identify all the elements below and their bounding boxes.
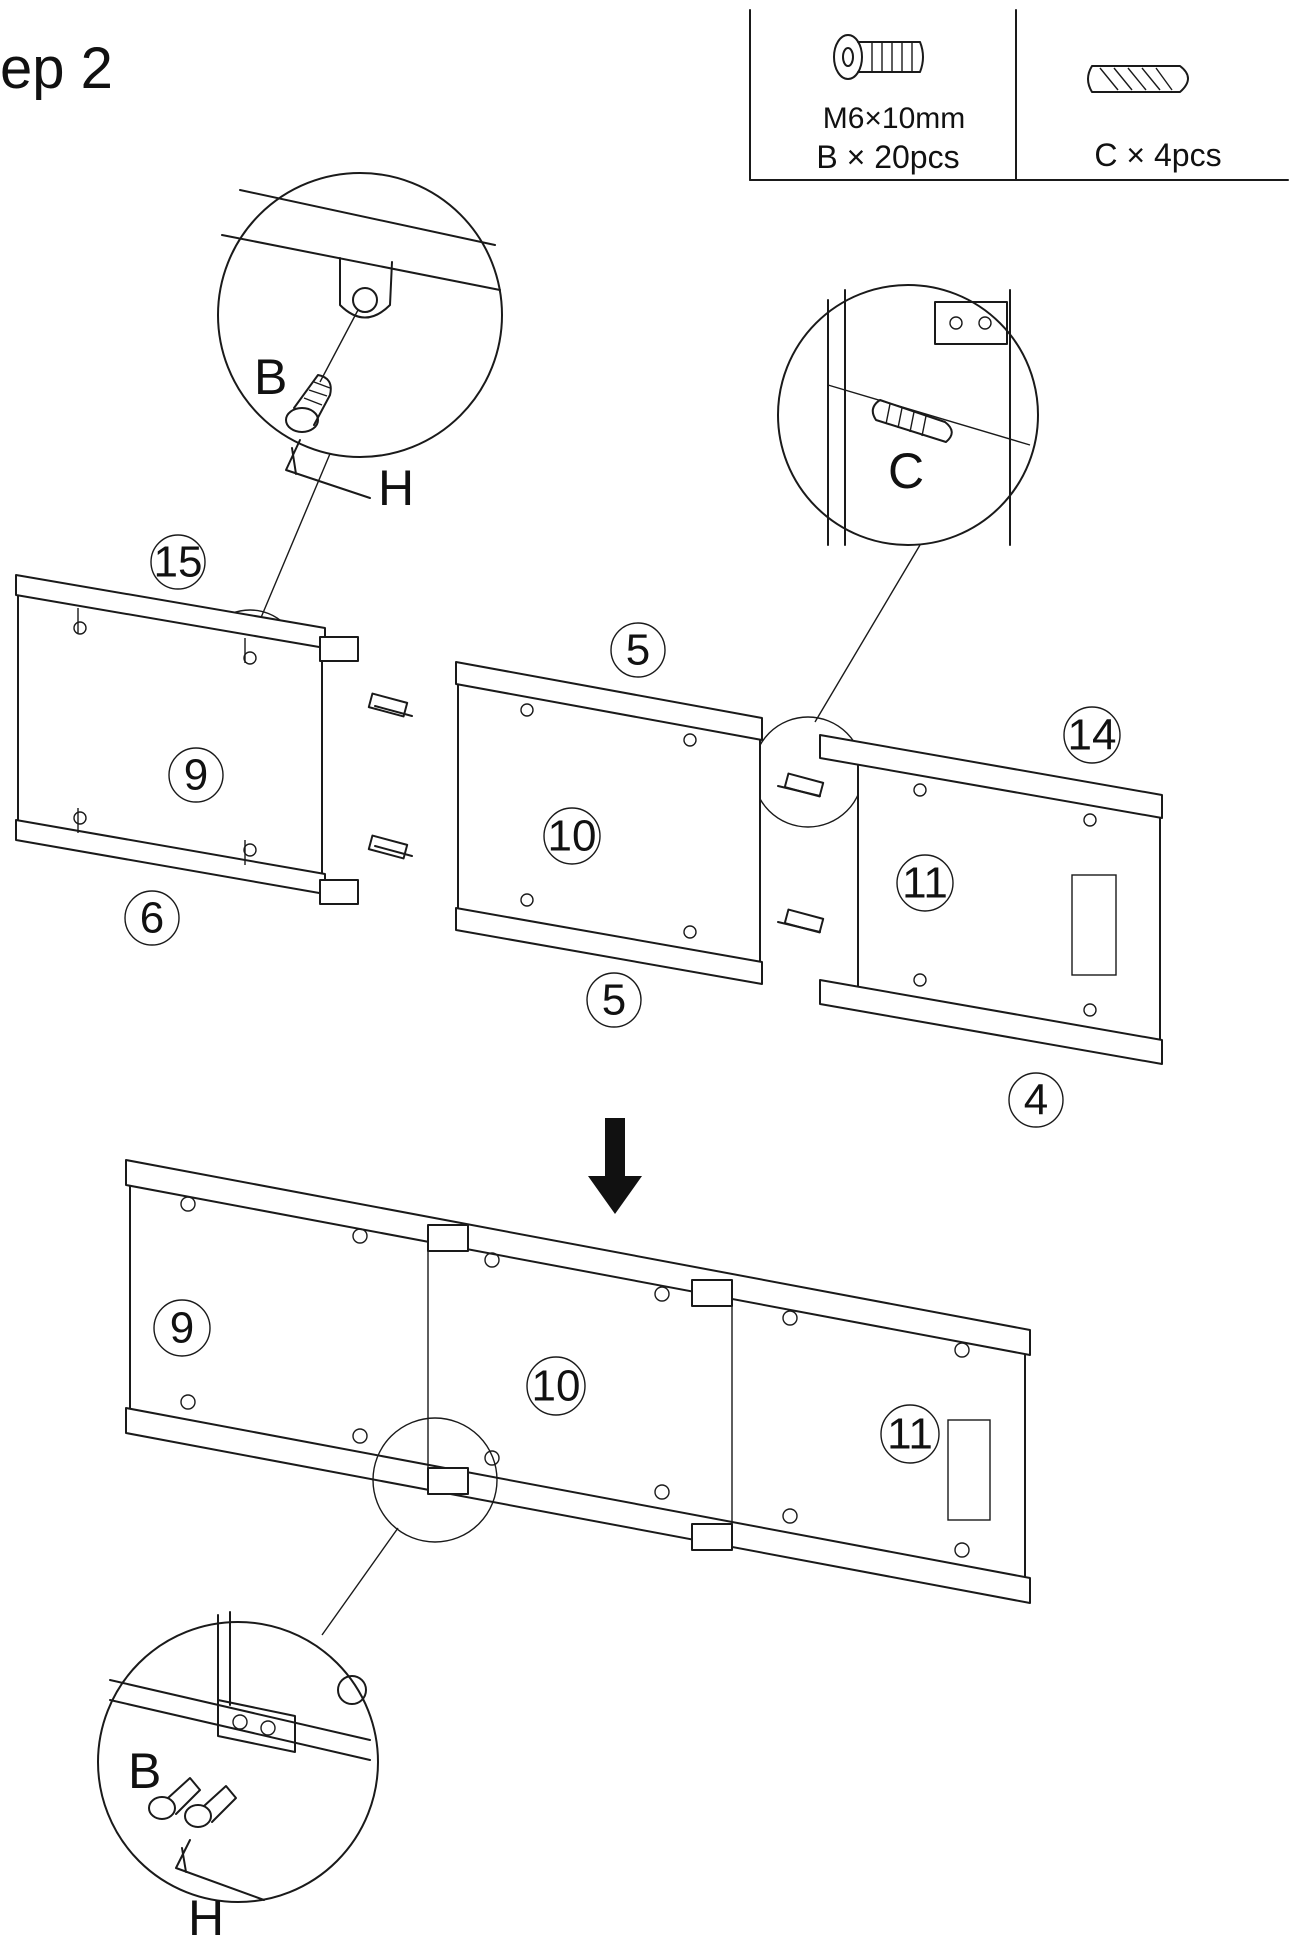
- part-number-14: 14: [1063, 706, 1121, 764]
- part-number-9: 9: [168, 747, 224, 803]
- svg-text:15: 15: [154, 538, 203, 587]
- dowel-c-label: C: [888, 443, 924, 499]
- svg-text:6: 6: [140, 894, 164, 943]
- exploded-view: 15 9 6 5 10 5 14 11 4: [15, 534, 1163, 1128]
- svg-text:5: 5: [602, 976, 626, 1025]
- dowel-qty: C × 4pcs: [1094, 137, 1221, 173]
- svg-text:11: 11: [887, 1410, 933, 1459]
- bolt-b-left-icon: [148, 1777, 201, 1820]
- bolt-b-bottom-label: B: [128, 1743, 161, 1799]
- part-number-6: 6: [124, 890, 180, 946]
- assembled-part-number-10: 10: [526, 1356, 586, 1416]
- hardware-table: M6×10mm B × 20pcs C × 4pcs: [749, 9, 1289, 181]
- down-arrow-icon: [588, 1118, 642, 1214]
- left-panel-9: [15, 574, 359, 905]
- bolt-detail-callout: B H: [199, 172, 503, 711]
- bolt-joint-detail-callout: B H: [97, 1527, 399, 1942]
- bolt-spec: M6×10mm: [823, 102, 966, 135]
- svg-text:9: 9: [170, 1304, 194, 1353]
- bolt-b-icon: [285, 374, 332, 433]
- dowel-detail-callout: C: [752, 284, 1039, 828]
- dowel-c-icon: [871, 399, 953, 443]
- allen-key-h-bottom-icon: [175, 1839, 265, 1901]
- dowel-icon: [1087, 65, 1189, 93]
- part-number-15: 15: [150, 534, 206, 590]
- svg-text:11: 11: [902, 859, 948, 908]
- bolt-qty: B × 20pcs: [816, 139, 959, 175]
- bolt-b-right-icon: [184, 1785, 237, 1828]
- svg-text:5: 5: [626, 626, 650, 675]
- part-number-4: 4: [1008, 1072, 1064, 1128]
- bolt-b-label: B: [254, 349, 287, 405]
- svg-text:14: 14: [1068, 711, 1117, 760]
- step-title: ep 2: [0, 36, 113, 101]
- right-panel-11: [819, 734, 1163, 1065]
- svg-text:10: 10: [548, 812, 597, 861]
- part-number-11: 11: [896, 854, 954, 912]
- mid-panel-10: [455, 661, 763, 985]
- hex-bolt-icon: [833, 34, 924, 80]
- allen-key-h-icon: [285, 439, 371, 499]
- dowel-pins: [367, 692, 825, 934]
- assembled-view: 9 10 11: [125, 1159, 1031, 1604]
- part-number-5-bottom: 5: [586, 972, 642, 1028]
- key-h-label: H: [378, 460, 414, 516]
- part-number-5-top: 5: [610, 622, 666, 678]
- svg-text:9: 9: [184, 751, 208, 800]
- svg-text:10: 10: [532, 1362, 581, 1411]
- assembled-part-number-11: 11: [880, 1404, 940, 1464]
- svg-text:4: 4: [1024, 1076, 1048, 1125]
- part-number-10: 10: [543, 807, 601, 865]
- key-h-bottom-label: H: [188, 1890, 224, 1942]
- assembled-part-number-9: 9: [153, 1299, 211, 1357]
